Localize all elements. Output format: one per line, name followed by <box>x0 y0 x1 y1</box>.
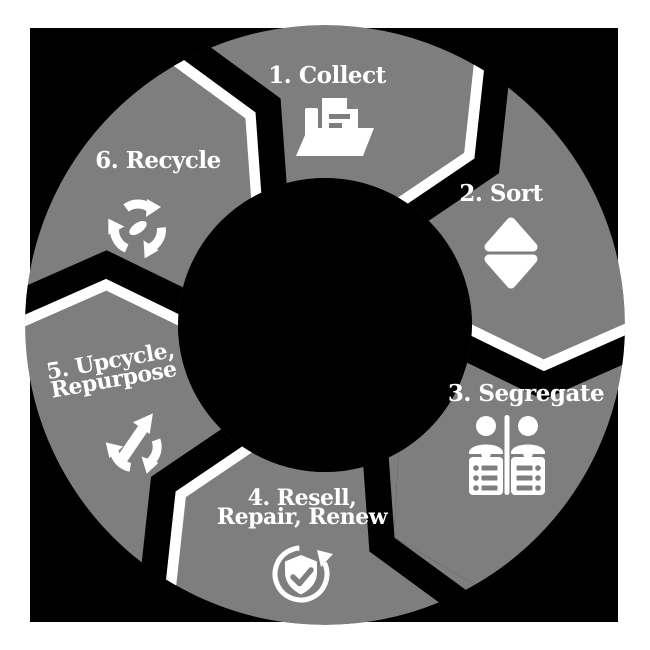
folder-documents-icon <box>296 98 374 156</box>
gap-white-chevron-30 <box>378 40 488 221</box>
segment-4-label-line1: 4. Resell, <box>247 485 357 511</box>
segment-1-label: 1. Collect <box>268 62 386 89</box>
segment-6-label: 6. Recycle <box>95 147 221 174</box>
gap-black-chevron-90 <box>442 327 625 400</box>
segment-4-label: 4. Resell, Repair, Renew <box>216 485 388 530</box>
segment-2-label: 2. Sort <box>459 180 543 207</box>
segment-3-shape <box>394 325 625 585</box>
gap-white-chevron-330 <box>154 42 264 222</box>
segment-4-shape <box>175 452 475 625</box>
sort-arrows-icon <box>484 217 538 289</box>
segment-4-label-line2: Repair, Renew <box>216 504 388 530</box>
segment-3-label: 3. Segregate <box>447 380 605 407</box>
gap-white-chevron-210 <box>162 429 272 610</box>
upcycle-arrows-icon <box>86 413 185 485</box>
gap-black-chevron-270 <box>25 250 208 323</box>
gap-black-chevron-30 <box>391 50 513 237</box>
gap-black-chevron-150 <box>361 437 483 624</box>
gap-white-chevron-90 <box>445 313 625 372</box>
gap-black-chevron-330 <box>167 26 289 213</box>
recycle-icon <box>98 186 178 266</box>
gap-white-chevron-270 <box>25 278 205 337</box>
segment-6-shape <box>25 65 256 325</box>
shield-check-refresh-icon <box>272 545 333 603</box>
segregate-people-icon <box>469 415 545 495</box>
gap-black-chevron-210 <box>137 413 259 600</box>
